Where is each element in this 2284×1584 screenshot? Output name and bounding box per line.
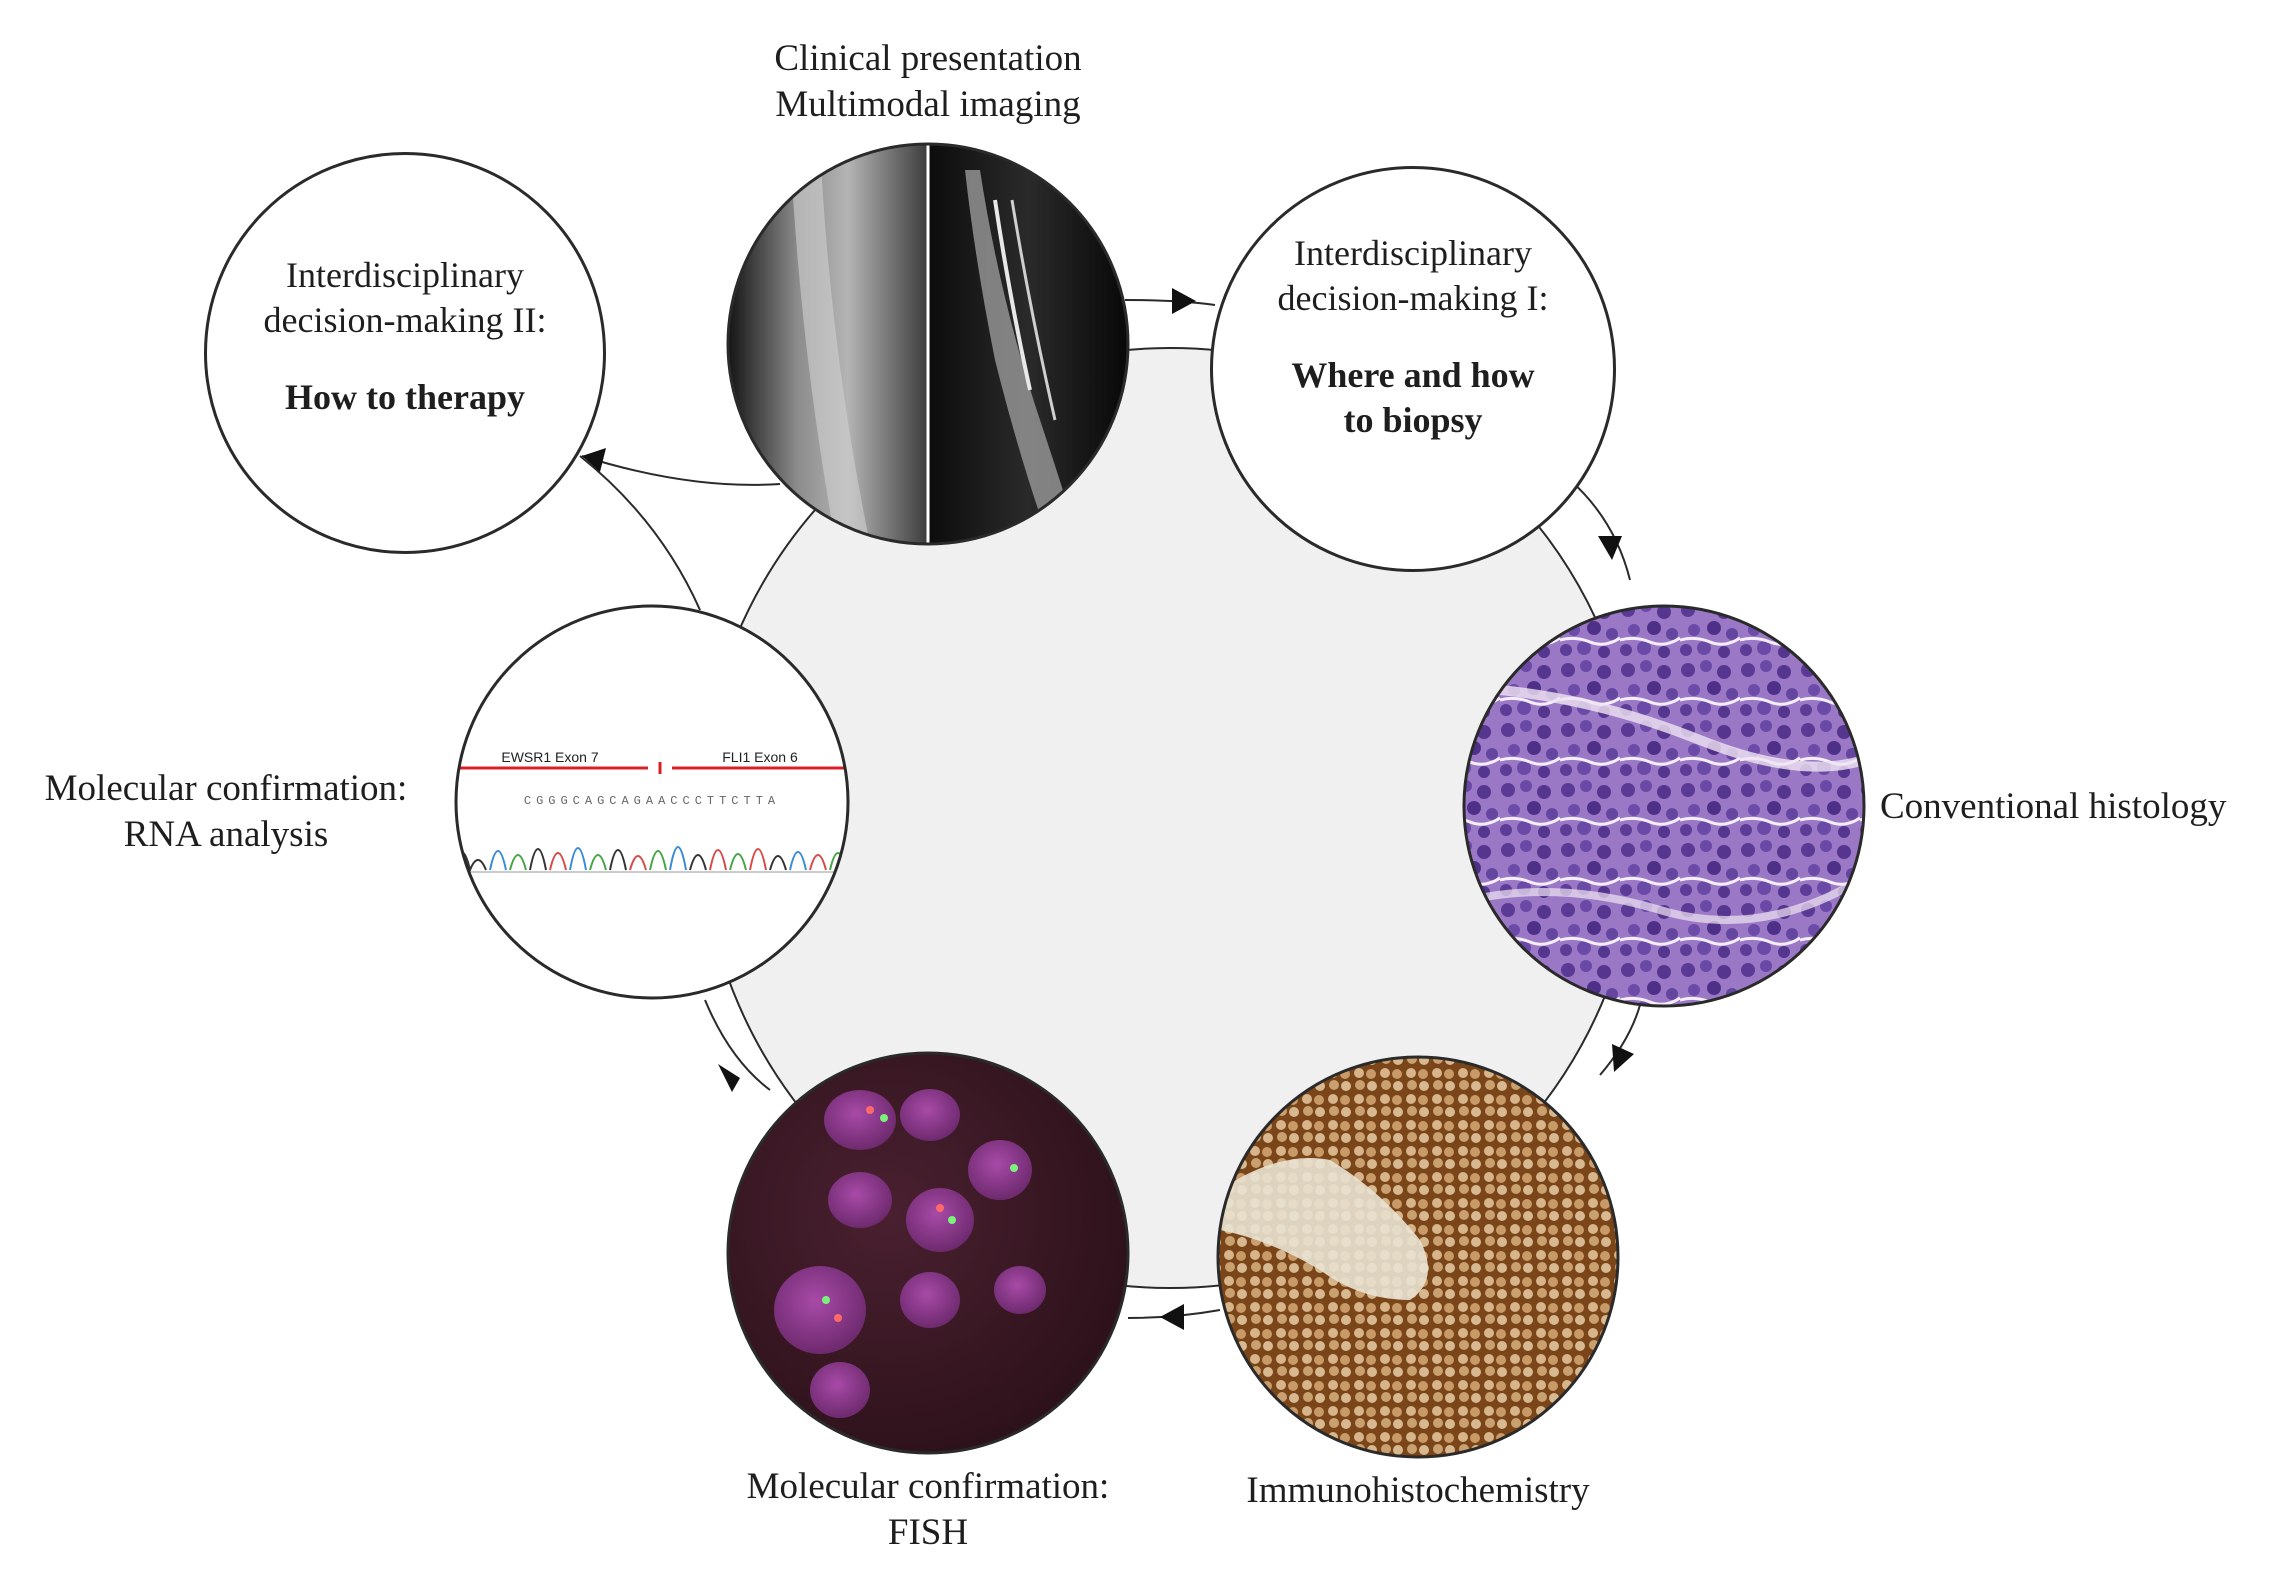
arc-imaging-to-decision1 xyxy=(1124,299,1216,306)
arrowheads xyxy=(582,288,1634,1330)
decision1-bold2: to biopsy xyxy=(1343,400,1483,440)
ihc-image xyxy=(1218,1057,1618,1457)
arc-rna-to-decision2 xyxy=(579,455,701,611)
decision2-circle: Interdisciplinary decision-making II: Ho… xyxy=(204,152,606,554)
fish-image xyxy=(728,1053,1128,1453)
ihc-label: Immunohistochemistry xyxy=(1246,1470,1590,1511)
histology-label: Conventional histology xyxy=(1880,786,2227,827)
decision2-bold1: How to therapy xyxy=(285,377,525,417)
rna-circle-fill xyxy=(456,606,848,998)
arc-imaging-to-decision2 xyxy=(581,455,781,486)
arrowhead-2 xyxy=(1598,536,1622,560)
chromatogram-traces xyxy=(456,846,847,874)
imaging-label-line1: Clinical presentation xyxy=(774,38,1082,79)
ihc-circle-border xyxy=(1216,1055,1620,1459)
fish-label: Molecular confirmation: FISH xyxy=(678,1464,1178,1557)
arc-decision1-to-histology xyxy=(1569,479,1631,581)
decision2-line2: decision-making II: xyxy=(263,300,547,340)
imaging-circle-border xyxy=(726,142,1130,546)
decision2-line1: Interdisciplinary xyxy=(286,255,524,295)
arc-histology-to-ihc xyxy=(1599,1004,1641,1076)
exon-label-left: EWSR1 Exon 7 xyxy=(501,749,598,765)
fish-label-line2: FISH xyxy=(887,1512,969,1554)
imaging-label: Clinical presentation Multimodal imaging xyxy=(728,36,1128,129)
arrowhead-3 xyxy=(1612,1044,1634,1072)
exon-label-right: FLI1 Exon 6 xyxy=(722,749,798,765)
fish-circle-border xyxy=(726,1051,1130,1455)
imaging-image xyxy=(728,144,1128,544)
decision1-bold1: Where and how xyxy=(1291,355,1535,395)
histology-circle-border xyxy=(1462,604,1866,1008)
arrowhead-1 xyxy=(1172,288,1196,314)
rna-label-line1: Molecular confirmation: xyxy=(44,768,408,809)
arrowhead-4 xyxy=(1160,1304,1184,1330)
arrowhead-6 xyxy=(582,448,606,472)
connector-arcs xyxy=(579,299,1641,1319)
decision1-circle: Interdisciplinary decision-making I: Whe… xyxy=(1210,166,1616,572)
arrowhead-5 xyxy=(718,1064,740,1092)
arc-fish-to-rna xyxy=(704,999,771,1091)
histology-image xyxy=(1464,606,1864,1006)
rna-image: EWSR1 Exon 7 FLI1 Exon 6 CGGGCAGCAGAACCC… xyxy=(456,749,848,874)
rna-circle-border xyxy=(454,604,850,1000)
fish-label-line1: Molecular confirmation: xyxy=(746,1466,1110,1507)
imaging-label-line2: Multimodal imaging xyxy=(775,84,1081,126)
sequence-text: CGGGCAGCAGAACCCTTCTTA xyxy=(524,794,780,808)
rna-label: Molecular confirmation: RNA analysis xyxy=(16,766,436,859)
rna-label-line2: RNA analysis xyxy=(123,814,329,856)
decision1-line2: decision-making I: xyxy=(1277,278,1549,318)
decision1-line1: Interdisciplinary xyxy=(1294,233,1532,273)
